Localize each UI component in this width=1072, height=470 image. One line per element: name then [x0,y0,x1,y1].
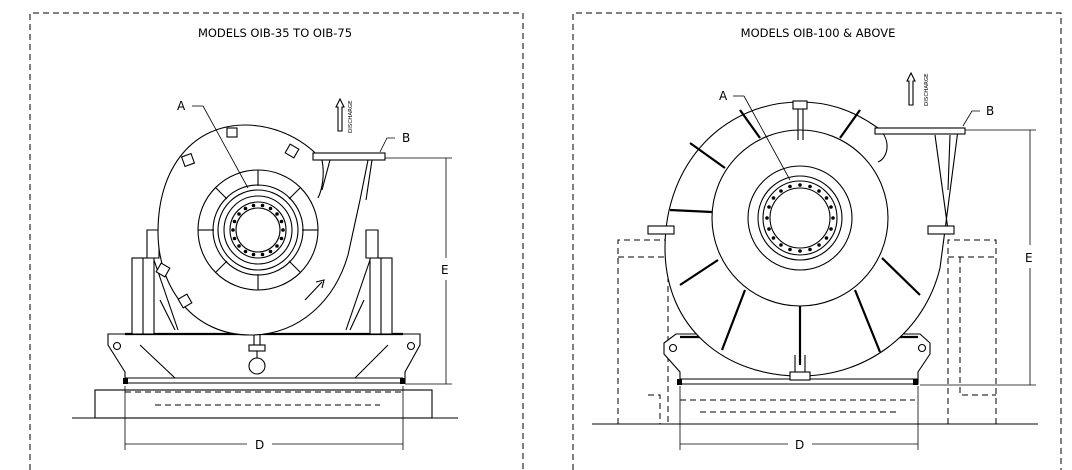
left-dimension-d [124,386,404,450]
right-dimension-d [679,386,919,450]
right-discharge-arrow-icon [906,71,916,106]
left-diagram-panel: MODELS OIB-35 TO OIB-75 [29,12,524,470]
left-dimension-e [385,157,452,385]
right-label-a: A [719,89,728,103]
right-bolt-circle [765,183,835,253]
right-dimension-e [920,129,1036,386]
left-leader-a [202,105,249,189]
left-title: MODELS OIB-35 TO OIB-75 [198,26,352,40]
left-dashed-border [29,12,524,470]
right-leader-b [962,110,980,127]
left-label-b: B [402,131,410,145]
right-label-d: D [795,438,804,452]
left-leader-b [379,137,395,153]
left-label-d: D [255,438,264,452]
left-label-e: E [441,263,449,277]
right-discharge-label: DISCHARGE [924,73,930,106]
right-diagram-panel: MODELS OIB-100 & ABOVE [540,0,1072,470]
left-foundation [94,389,433,419]
right-dashed-border [572,12,1062,470]
left-discharge-arrow-icon [335,97,345,132]
left-base-frame [107,332,421,384]
left-label-a: A [177,99,186,113]
right-title: MODELS OIB-100 & ABOVE [741,26,896,40]
right-label-e: E [1025,251,1033,265]
left-pump-casing [155,124,386,375]
right-leader-a [743,95,791,181]
right-hidden-outlines [617,239,997,424]
left-discharge-label: DISCHARGE [348,100,354,133]
left-diagram: MODELS OIB-35 TO OIB-75 [29,12,524,470]
left-bolt-circle [231,203,285,257]
right-pump-volute [647,100,966,381]
right-diagram: MODELS OIB-100 & ABOVE [572,12,1062,470]
right-label-b: B [986,104,994,118]
